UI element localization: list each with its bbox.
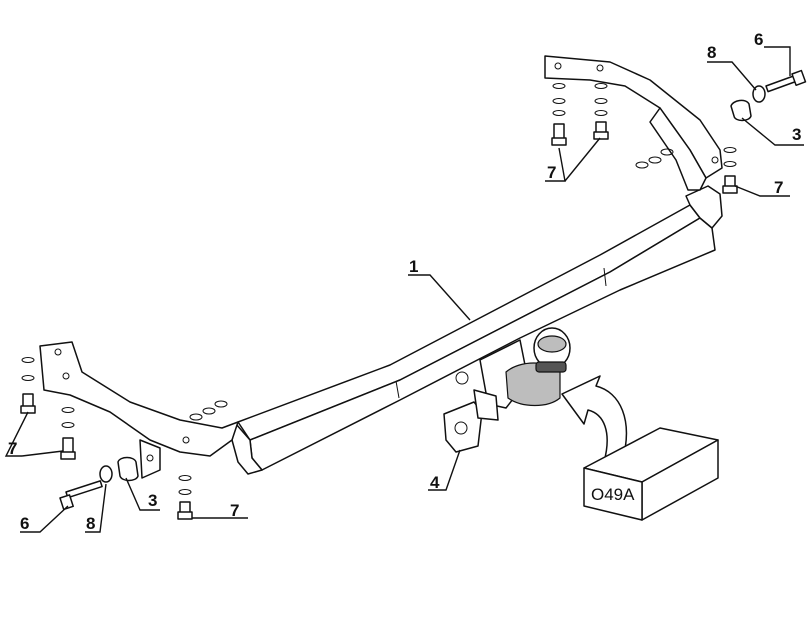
socket-bracket — [443, 371, 499, 453]
leader-lines — [4, 46, 804, 533]
package-box-icon: O49A — [583, 427, 719, 521]
left-bracket — [39, 341, 239, 479]
main-crossbar — [231, 185, 723, 475]
callout-washer-right: 8 — [707, 43, 716, 62]
left-side-hardware — [59, 456, 139, 511]
callout-bolt-right: 6 — [754, 30, 763, 49]
callout-bolt-left-lower: 7 — [230, 501, 239, 520]
left-upper-bolts — [20, 357, 228, 520]
callout-bolts-left-pair: 7 — [8, 439, 17, 458]
callout-bolt-right-end: 7 — [774, 178, 783, 197]
callout-spacer-right: 3 — [792, 125, 801, 144]
callout-washer-left: 8 — [86, 514, 95, 533]
callout-main-bar: 1 — [409, 257, 418, 276]
callout-labels: 1 6 8 3 7 7 7 3 6 8 7 4 — [8, 30, 801, 533]
right-side-hardware — [730, 69, 807, 122]
callout-bolts-right-pair: 7 — [547, 163, 556, 182]
callout-spacer-left: 3 — [148, 491, 157, 510]
right-bracket — [544, 55, 723, 191]
callout-socket-bracket: 4 — [430, 473, 440, 492]
arrow-icon — [561, 375, 627, 463]
right-upper-bolts — [551, 83, 738, 194]
package-label: O49A — [591, 485, 635, 504]
ball-hitch-icon — [479, 327, 571, 409]
callout-bolt-left: 6 — [20, 514, 29, 533]
